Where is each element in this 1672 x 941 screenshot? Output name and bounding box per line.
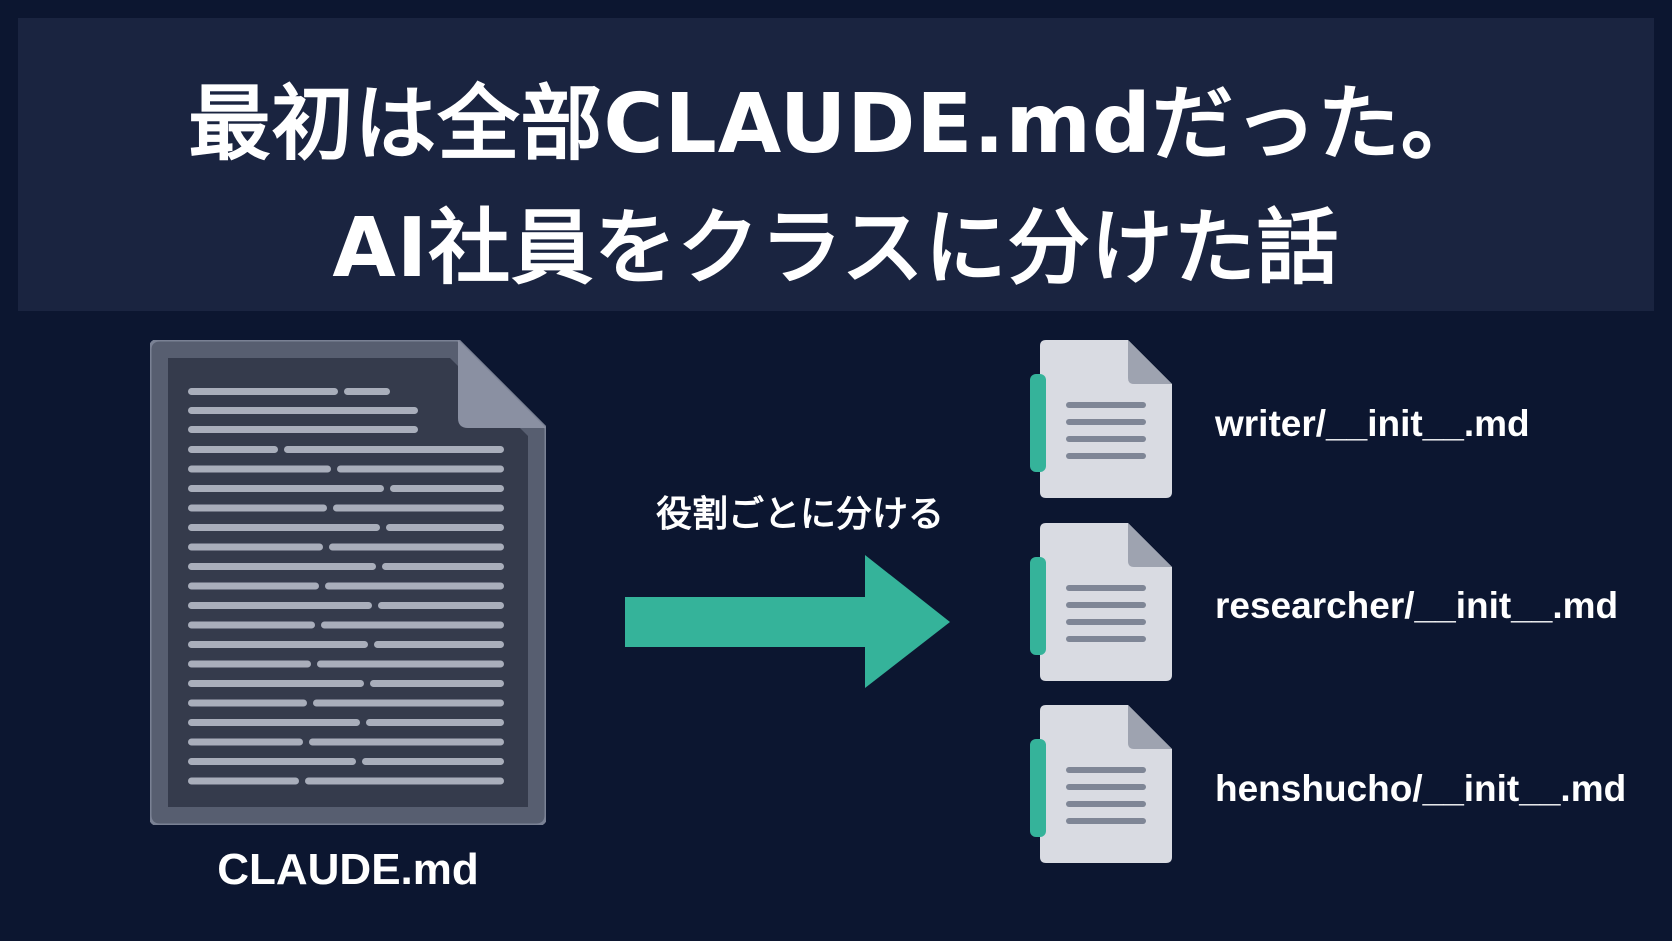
writer-file-label: writer/__init__.md <box>1215 403 1530 444</box>
henshucho-file-label: henshucho/__init__.md <box>1215 768 1627 809</box>
researcher-file-label: researcher/__init__.md <box>1215 585 1619 626</box>
researcher-document-icon <box>1030 523 1172 681</box>
writer-document-icon <box>1030 340 1172 498</box>
title-banner: 最初は全部CLAUDE.mdだった。 AI社員をクラスに分けた話 <box>18 18 1654 311</box>
title-line-2: AI社員をクラスに分けた話 <box>332 201 1340 296</box>
arrow-caption: 役割ごとに分ける <box>655 494 944 535</box>
henshucho-document-icon <box>1030 705 1172 863</box>
claude-md-document-icon <box>150 340 546 825</box>
title-line-1: 最初は全部CLAUDE.mdだった。 <box>188 77 1484 172</box>
right-arrow-icon <box>625 555 950 688</box>
source-file-label: CLAUDE.md <box>217 845 479 894</box>
